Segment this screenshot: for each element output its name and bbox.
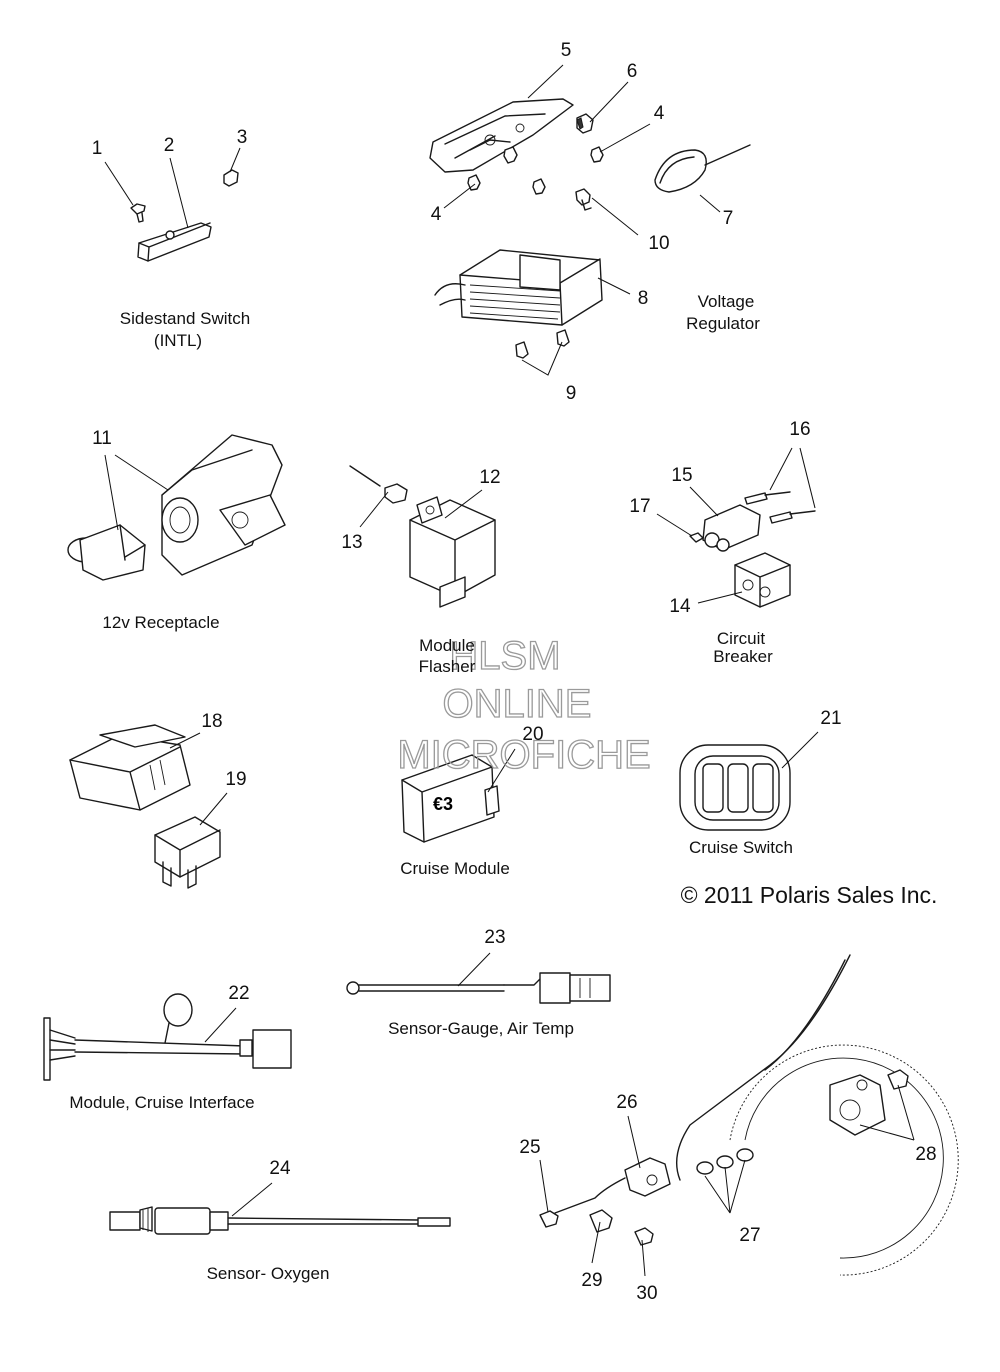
connector-18 xyxy=(69,724,191,811)
callout-27: 27 xyxy=(739,1225,760,1246)
callout-6: 6 xyxy=(627,61,638,82)
watermark-line2: ONLINE xyxy=(443,682,592,726)
caption-air-temp: Sensor-Gauge, Air Temp xyxy=(388,1019,574,1038)
leader-lines xyxy=(104,64,915,1277)
callout-28: 28 xyxy=(915,1144,936,1165)
caption-voltage-2: Regulator xyxy=(686,314,760,333)
callout-24: 24 xyxy=(269,1158,291,1179)
voltage-regulator xyxy=(434,249,603,359)
caption-breaker-2: Breaker xyxy=(713,647,773,666)
caption-cruise-switch: Cruise Switch xyxy=(689,838,793,857)
caption-oxygen: Sensor- Oxygen xyxy=(207,1264,330,1283)
callout-25: 25 xyxy=(519,1137,540,1158)
callout-16: 16 xyxy=(789,419,810,440)
part-20-label: €3 xyxy=(433,794,453,814)
callout-5: 5 xyxy=(561,40,572,61)
callout-7: 7 xyxy=(723,208,734,229)
copyright: © 2011 Polaris Sales Inc. xyxy=(681,882,938,908)
callout-9: 9 xyxy=(566,383,577,404)
callout-23: 23 xyxy=(484,927,505,948)
watermark: HLSM ONLINE MICROFICHE xyxy=(397,633,652,777)
callout-26: 26 xyxy=(616,1092,637,1113)
oxygen-sensor xyxy=(109,1206,451,1235)
cruise-switch xyxy=(679,744,791,831)
caption-receptacle: 12v Receptacle xyxy=(102,613,219,632)
callout-17: 17 xyxy=(629,496,650,517)
watermark-line1: HLSM xyxy=(449,634,560,678)
callout-12: 12 xyxy=(479,467,500,488)
caption-sidestand-2: (INTL) xyxy=(154,331,202,350)
flasher-module xyxy=(349,465,496,608)
receptacle-12v xyxy=(67,434,286,581)
circuit-breaker xyxy=(689,491,816,608)
caption-voltage-1: Voltage xyxy=(698,292,755,311)
cruise-interface-harness xyxy=(43,993,292,1081)
regulator-bracket xyxy=(429,98,574,173)
cable-tie xyxy=(654,144,751,193)
fasteners-regulator xyxy=(467,113,604,211)
callout-4b: 4 xyxy=(431,204,442,225)
callout-4a: 4 xyxy=(654,103,665,124)
callout-21: 21 xyxy=(820,708,841,729)
callout-18: 18 xyxy=(201,711,222,732)
caption-sidestand-1: Sidestand Switch xyxy=(120,309,250,328)
callout-8: 8 xyxy=(638,288,649,309)
callout-1: 1 xyxy=(92,138,103,159)
cruise-module xyxy=(401,754,500,843)
callout-14: 14 xyxy=(669,596,691,617)
callout-20: 20 xyxy=(522,724,543,745)
caption-cruise-interface: Module, Cruise Interface xyxy=(69,1093,254,1112)
callout-22: 22 xyxy=(228,983,249,1004)
callout-3: 3 xyxy=(237,127,248,148)
caption-flasher-1: Module xyxy=(419,636,475,655)
callout-29: 29 xyxy=(581,1270,602,1291)
sidestand-switch-assembly xyxy=(130,169,239,262)
callout-2: 2 xyxy=(164,135,175,156)
captions: Sidestand Switch (INTL) Voltage Regulato… xyxy=(69,292,937,1283)
callout-10: 10 xyxy=(648,233,669,254)
caption-breaker-1: Circuit xyxy=(717,629,765,648)
callout-numbers: 1 2 3 4 4 5 6 7 8 9 10 11 12 13 14 15 16… xyxy=(92,40,937,1304)
callout-13: 13 xyxy=(341,532,362,553)
watermark-line3: MICROFICHE xyxy=(397,733,650,777)
speed-sensor-assembly xyxy=(539,954,959,1276)
callout-30: 30 xyxy=(636,1283,657,1304)
air-temp-sensor xyxy=(346,972,611,1004)
callout-11: 11 xyxy=(92,428,112,449)
callout-15: 15 xyxy=(671,465,692,486)
callout-19: 19 xyxy=(225,769,246,790)
fuse-19 xyxy=(154,816,221,889)
caption-flasher-2: Flasher xyxy=(419,657,476,676)
caption-cruise-module: Cruise Module xyxy=(400,859,510,878)
